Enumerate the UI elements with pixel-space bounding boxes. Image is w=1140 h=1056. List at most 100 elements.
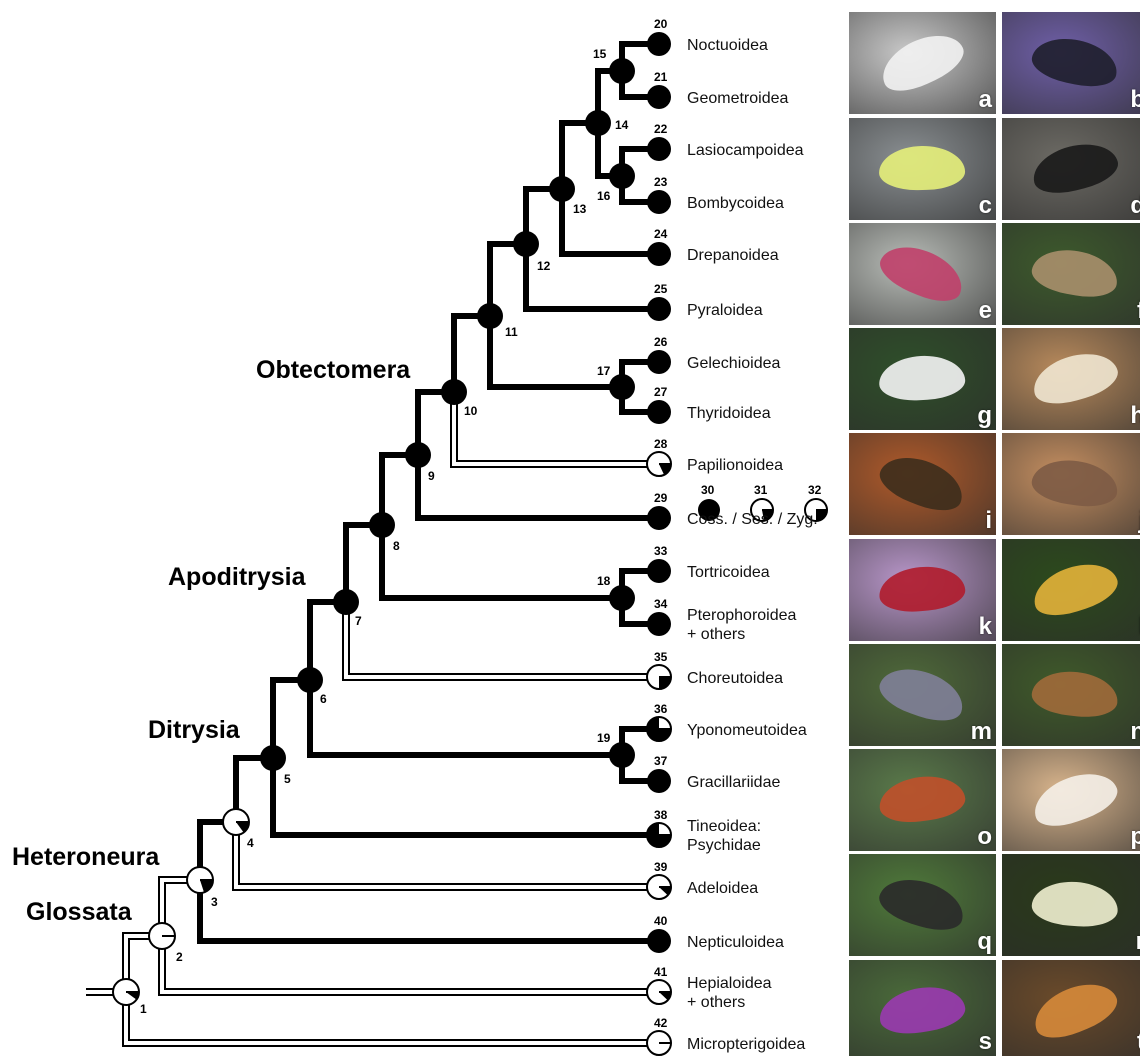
leaf-number-23: 23 [654, 175, 668, 189]
moth-illustration [1030, 668, 1120, 721]
node-number-6: 6 [320, 692, 327, 706]
moth-illustration [876, 982, 968, 1039]
taxon-label-27: Thyridoidea [687, 405, 771, 422]
moth-illustration [1027, 555, 1122, 623]
node-number-14: 14 [615, 118, 629, 132]
moth-illustration [1027, 764, 1123, 835]
subnode-number-30: 30 [701, 483, 715, 497]
moth-illustration [879, 145, 966, 190]
node-number-4: 4 [247, 836, 254, 850]
leaf-number-38: 38 [654, 808, 668, 822]
moth-photo-d: d [1002, 118, 1140, 220]
node-number-7: 7 [355, 614, 362, 628]
moth-illustration [874, 659, 970, 729]
leaf-number-28: 28 [654, 437, 668, 451]
taxon-label-36: Yponomeutoidea [687, 722, 807, 739]
leaf-node-26 [647, 350, 671, 374]
leaf-number-37: 37 [654, 754, 668, 768]
taxon-label-21: Geometroidea [687, 90, 788, 107]
branch-12 [526, 189, 659, 309]
photo-letter: b [1130, 86, 1140, 114]
branch-7-choreutoidea [346, 602, 659, 677]
photo-letter: h [1130, 402, 1140, 430]
node-number-11: 11 [505, 325, 518, 339]
node-7 [333, 589, 359, 615]
taxon-label-20: Noctuoidea [687, 37, 768, 54]
photo-letter: a [979, 86, 992, 114]
node-number-1: 1 [140, 1002, 147, 1016]
moth-photo-b: b [1002, 12, 1140, 114]
node-number-16: 16 [597, 189, 611, 203]
node-16 [609, 163, 635, 189]
leaf-node-24 [647, 242, 671, 266]
node-number-5: 5 [284, 772, 291, 786]
taxon-label-40: Nepticuloidea [687, 934, 784, 951]
leaf-number-29: 29 [654, 491, 668, 505]
moth-illustration [878, 354, 966, 402]
leaf-number-26: 26 [654, 335, 668, 349]
photo-letter: g [977, 402, 992, 430]
photo-letter: m [971, 718, 992, 746]
photo-letter: i [985, 507, 992, 535]
branch-10-papilionoidea [454, 392, 659, 464]
moth-photo-grid: abcdefghijklmnopqrst [849, 12, 1140, 1056]
leaf-number-41: 41 [654, 965, 668, 979]
moth-photo-q: q [849, 854, 996, 956]
taxon-label-28: Papilionoidea [687, 457, 783, 474]
node-13 [549, 176, 575, 202]
taxon-label-34: Pterophoroidea+ others [687, 607, 797, 643]
moth-photo-o: o [849, 749, 996, 851]
leaf-number-20: 20 [654, 17, 668, 31]
leaf-number-21: 21 [654, 70, 668, 84]
node-19 [609, 742, 635, 768]
photo-letter: r [1136, 928, 1140, 956]
leaf-number-27: 27 [654, 385, 668, 399]
node-number-18: 18 [597, 574, 611, 588]
moth-photo-s: s [849, 960, 996, 1056]
leaf-node-28 [647, 452, 671, 476]
moth-illustration [1028, 136, 1122, 199]
subnode-number-31: 31 [754, 483, 768, 497]
leaf-number-22: 22 [654, 122, 668, 136]
photo-letter: q [977, 928, 992, 956]
leaf-node-21 [647, 85, 671, 109]
clade-label-heteroneura: Heteroneura [12, 843, 160, 871]
branch-4-adeloidea [236, 822, 659, 887]
moth-illustration [1031, 879, 1120, 929]
moth-photo-t: t [1002, 960, 1140, 1056]
node-12 [513, 231, 539, 257]
moth-illustration [1029, 455, 1120, 511]
taxon-label-23: Bombycoidea [687, 195, 784, 212]
moth-photo-p: p [1002, 749, 1140, 851]
clade-label-obtectomera: Obtectomera [256, 356, 411, 384]
leaf-node-23 [647, 190, 671, 214]
clade-label-apoditrysia: Apoditrysia [168, 563, 307, 591]
node-17 [609, 374, 635, 400]
photo-letter: n [1130, 718, 1140, 746]
moth-illustration [877, 772, 968, 826]
leaf-number-25: 25 [654, 282, 668, 296]
leaf-number-24: 24 [654, 227, 668, 241]
tree-labels: 1234567891011121314151617181920Noctuoide… [140, 17, 822, 1053]
node-14 [585, 110, 611, 136]
leaf-node-22 [647, 137, 671, 161]
node-number-2: 2 [176, 950, 183, 964]
moth-illustration [877, 563, 967, 614]
node-6 [297, 667, 323, 693]
node-8 [369, 512, 395, 538]
node-4 [223, 809, 249, 835]
taxon-label-33: Tortricoidea [687, 564, 770, 581]
phylogenetic-tree: 1234567891011121314151617181920Noctuoide… [0, 0, 850, 1056]
tree-nodes [113, 32, 827, 1055]
taxon-label-22: Lasiocampoidea [687, 142, 804, 159]
leaf-number-40: 40 [654, 914, 668, 928]
leaf-node-25 [647, 297, 671, 321]
leaf-node-40 [647, 929, 671, 953]
taxon-label-26: Gelechioidea [687, 355, 781, 372]
photo-letter: e [979, 297, 992, 325]
moth-photo-j: j [1002, 433, 1140, 535]
node-11 [477, 303, 503, 329]
node-number-8: 8 [393, 539, 400, 553]
branch-13 [562, 123, 659, 254]
moth-photo-k: k [849, 539, 996, 641]
